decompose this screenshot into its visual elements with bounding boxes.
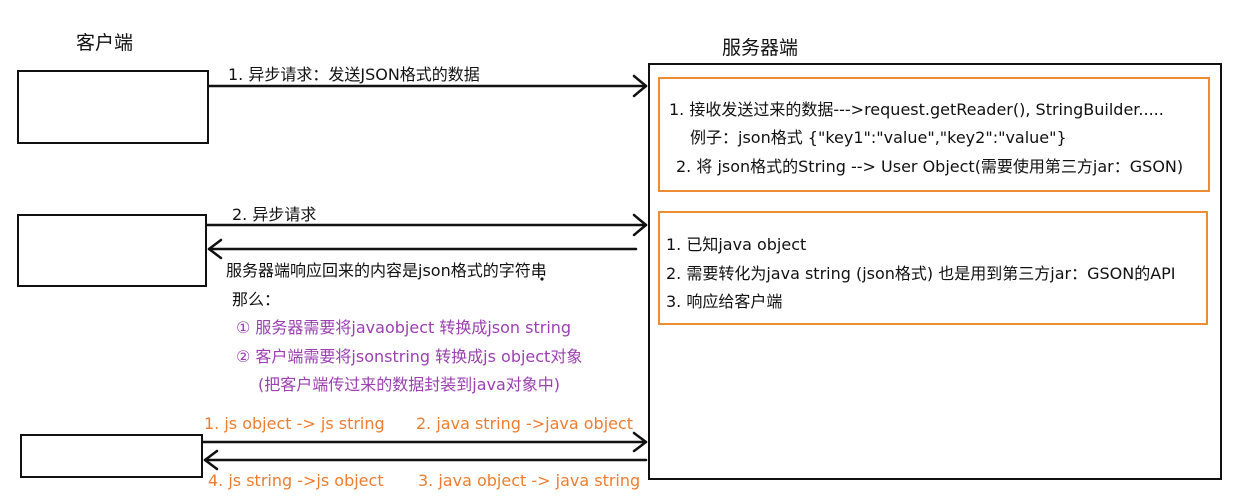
- response-arrow-head: [207, 238, 223, 260]
- client-box-3: [20, 434, 203, 478]
- arrow1-label: 1. 异步请求：发送JSON格式的数据: [228, 65, 480, 84]
- box1-line1: 1. 接收发送过来的数据--->request.getReader(), Str…: [669, 100, 1164, 119]
- bottom-response-arrow-head: [203, 449, 219, 471]
- box1-line2: 例子：json格式 {"key1":"value","key2":"value"…: [690, 128, 1067, 147]
- response-note-item1: ① 服务器需要将javaobject 转换成json string: [236, 318, 572, 337]
- response-note-item2: ② 客户端需要将jsonstring 转换成js object对象: [236, 347, 583, 366]
- client-box-2: [17, 214, 207, 287]
- server-box: [648, 63, 1222, 480]
- request-arrow-2-head: [632, 213, 648, 237]
- stray-dot: [540, 277, 544, 281]
- label-js-string-to-object: 4. js string ->js object: [208, 471, 384, 490]
- server-process-box-2: [658, 211, 1208, 325]
- label-js-object-to-string: 1. js object -> js string: [204, 414, 385, 433]
- response-note-line1: 服务器端响应回来的内容是json格式的字符串: [226, 261, 547, 280]
- client-title: 客户端: [76, 32, 134, 54]
- box2-line1: 1. 已知java object: [666, 235, 807, 254]
- response-note-item3: (把客户端传过来的数据封装到java对象中): [258, 375, 561, 394]
- response-note-line2: 那么：: [232, 290, 281, 309]
- label-java-string-to-object: 2. java string ->java object: [416, 414, 634, 433]
- server-process-box-1: [658, 77, 1210, 192]
- client-box-1: [17, 70, 209, 144]
- box1-line3: 2. 将 json格式的String --> User Object(需要使用第…: [676, 157, 1184, 176]
- box2-line2: 2. 需要转化为java string (json格式) 也是用到第三方jar：…: [666, 264, 1176, 283]
- request-arrow-1-head: [632, 74, 648, 98]
- arrow2-label: 2. 异步请求: [232, 205, 317, 224]
- bottom-request-arrow-head: [632, 431, 648, 453]
- label-java-object-to-string: 3. java object -> java string: [418, 471, 641, 490]
- box2-line3: 3. 响应给客户端: [666, 292, 783, 311]
- server-title: 服务器端: [722, 37, 799, 59]
